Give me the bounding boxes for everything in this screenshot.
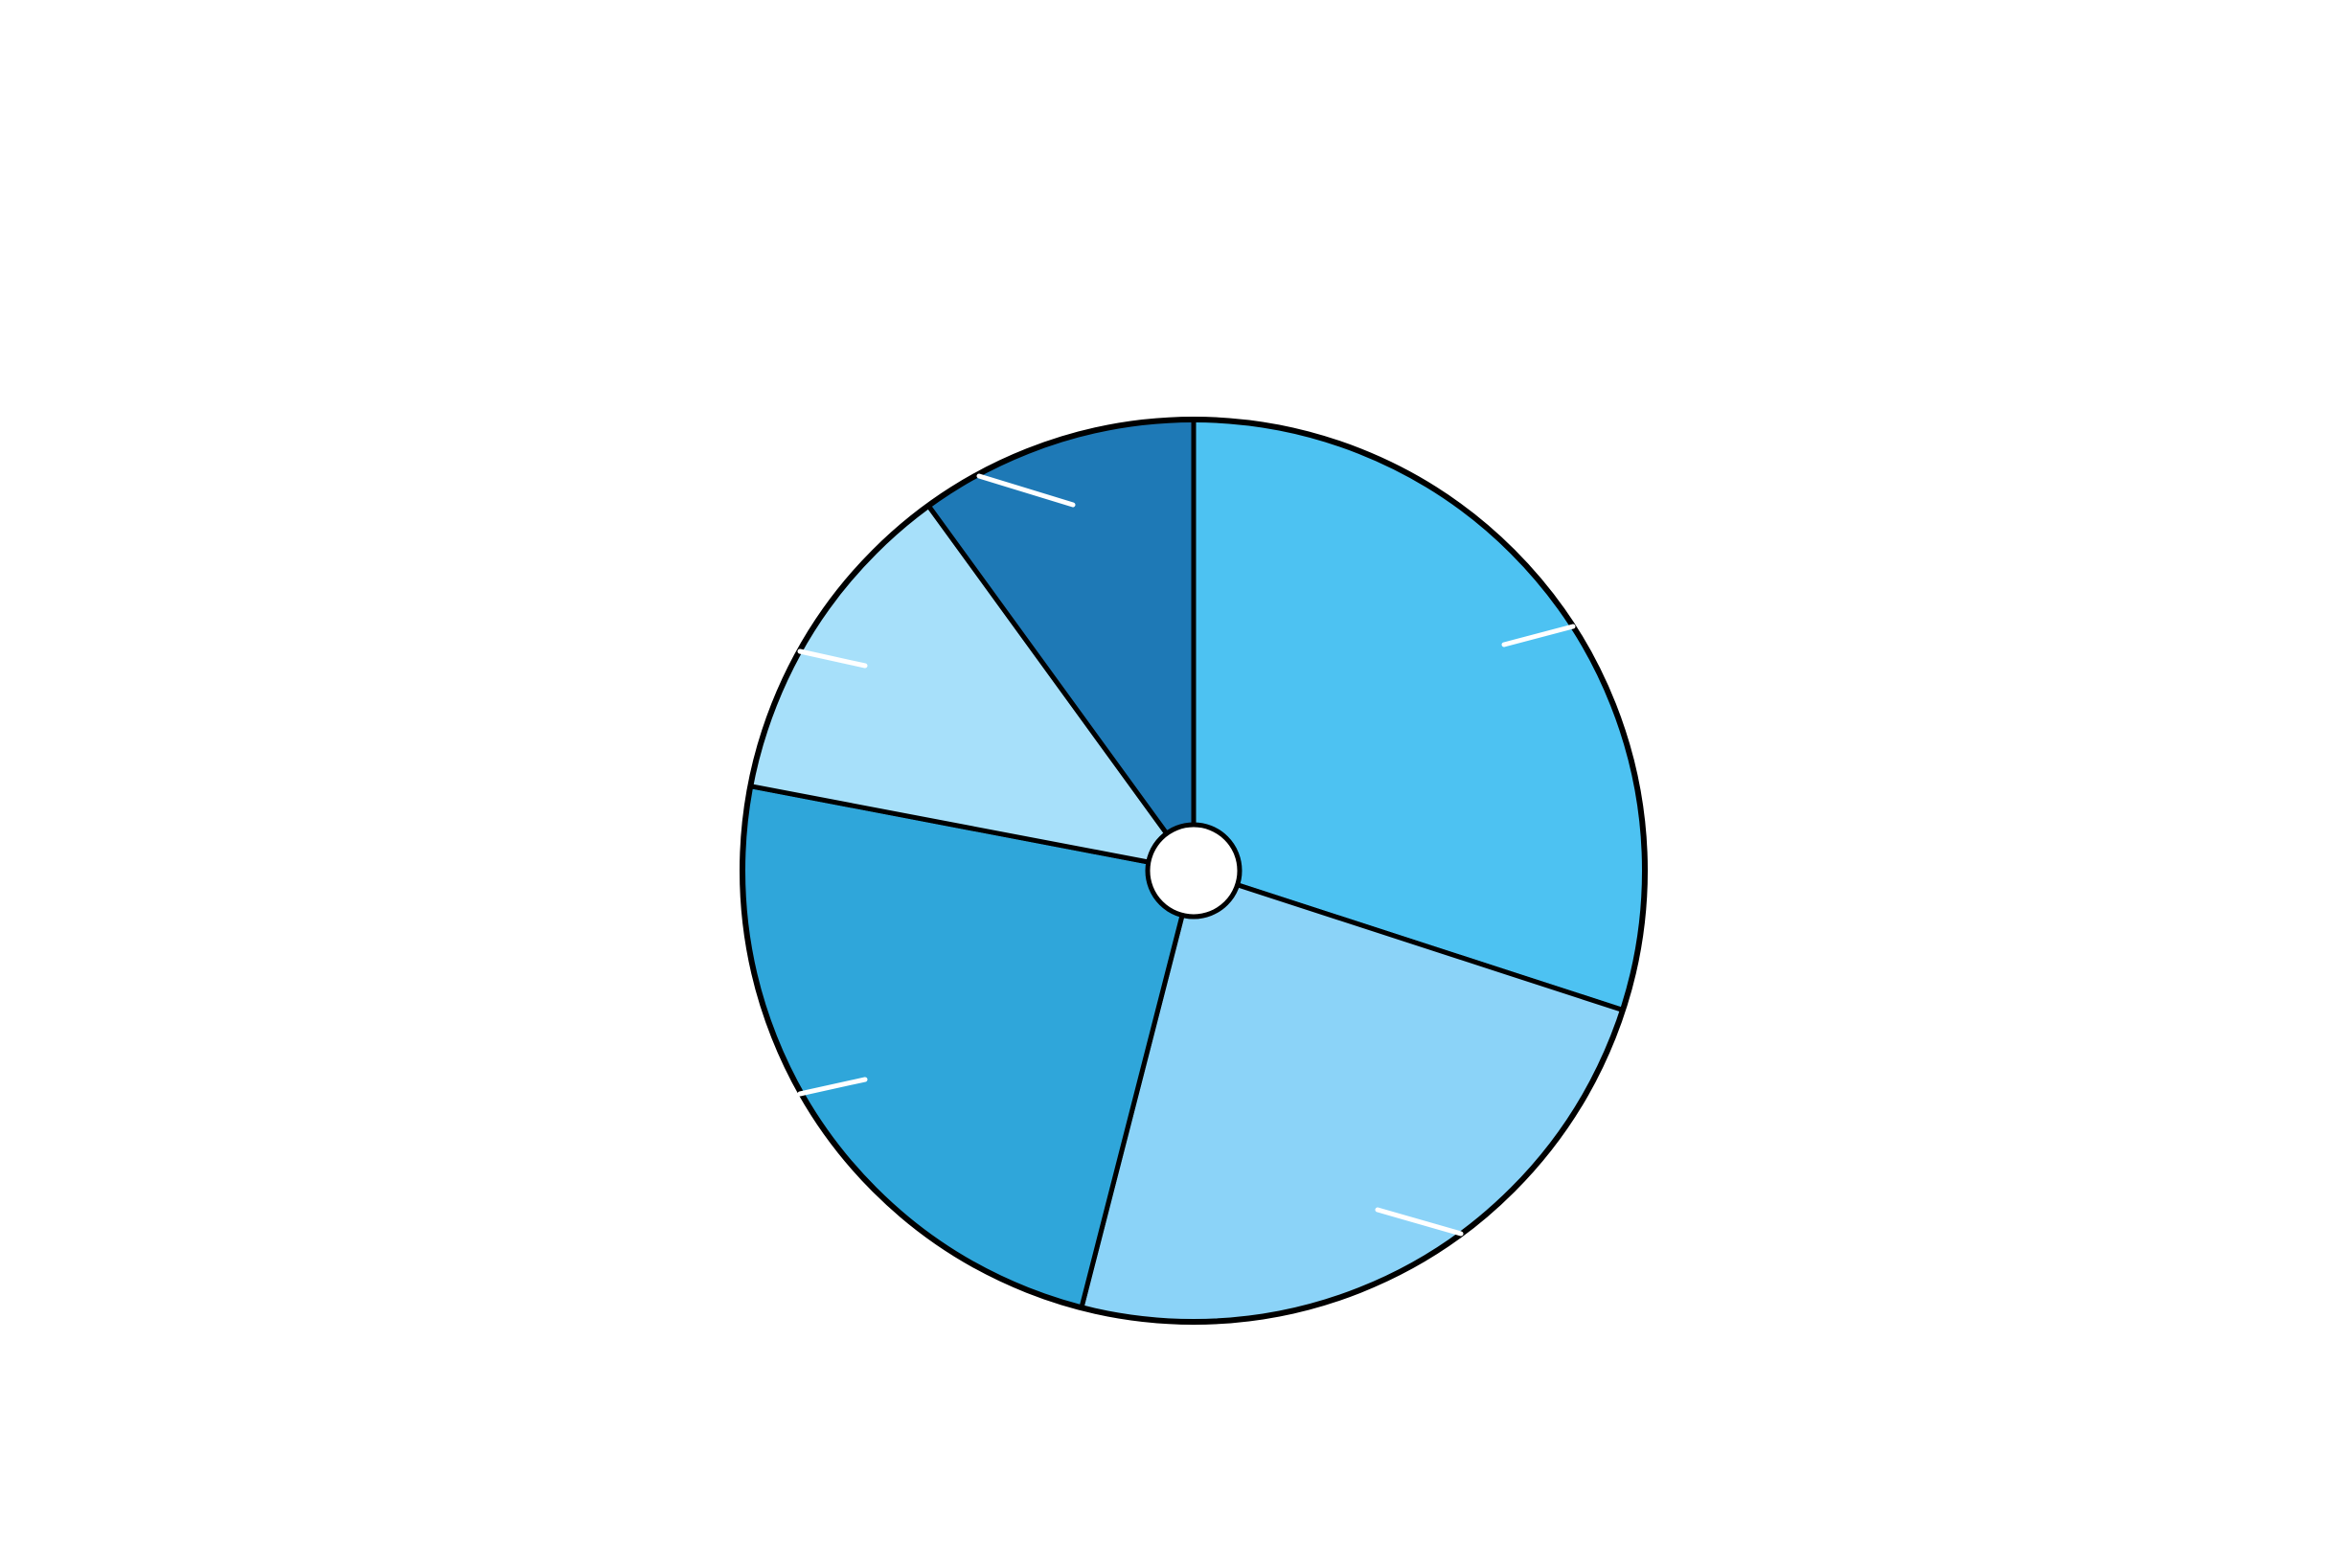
slice-tick-mark-1 [1501,624,1576,648]
pie-slices-group [740,417,1648,1325]
slice-tick-mark-4 [797,648,868,669]
donut-hole [1145,822,1243,920]
slice-tick-mark-5 [976,473,1076,508]
slice-tick-mark-3 [797,1077,868,1097]
slice-tick-marks-group [797,473,1576,1237]
pie-outline [740,417,1648,1325]
slice-tick-mark-2 [1375,1207,1464,1237]
